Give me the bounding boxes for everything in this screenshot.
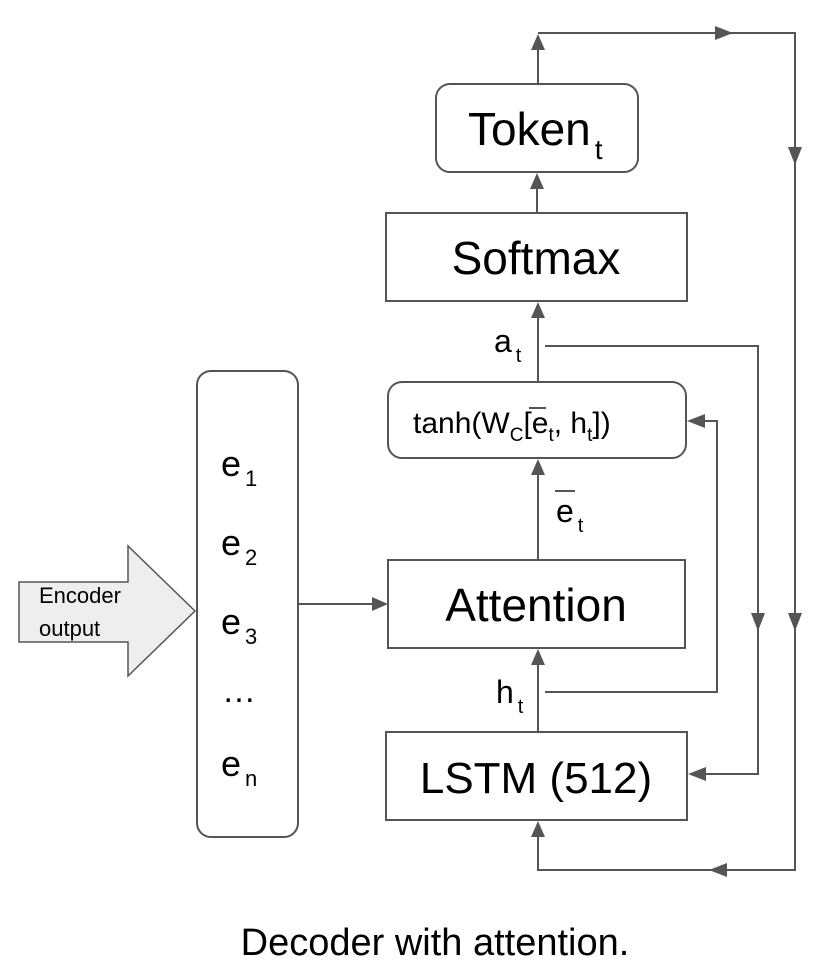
- softmax-box: [385, 212, 688, 302]
- arrowhead-loop-down-lower: [788, 613, 802, 631]
- arrowhead-loop-into-lstm: [531, 821, 545, 837]
- edge-h-t-to-tanh: [545, 420, 718, 693]
- lstm-label: LSTM (512): [420, 754, 652, 803]
- arrowhead-encoder-to-attention: [372, 597, 388, 611]
- arrowhead-lstm-to-attention: [531, 649, 545, 665]
- arrowhead-a-t-down: [751, 613, 765, 631]
- arrowhead-token-up: [531, 34, 545, 50]
- arrowhead-h-t-into-tanh: [687, 414, 705, 428]
- figure-caption: Decoder with attention.: [241, 922, 630, 964]
- softmax-label: Softmax: [452, 232, 621, 284]
- attention-label: Attention: [445, 579, 627, 631]
- tanh-label: tanh(WC[et, ht]): [413, 407, 611, 446]
- attention-box: [387, 559, 686, 649]
- arrowhead-attention-to-tanh: [531, 459, 545, 475]
- edge-a-t-feedback: [545, 345, 759, 775]
- arrowhead-a-t-into-lstm: [688, 767, 706, 781]
- arrowhead-tanh-to-softmax: [531, 302, 545, 318]
- arrowhead-softmax-to-token: [530, 173, 544, 189]
- encoder-output-label-line2: output: [39, 616, 100, 641]
- edge-token-feedback-loop: [537, 32, 796, 871]
- arrowhead-loop-down-upper: [788, 147, 802, 165]
- arrowhead-loop-bottom: [709, 863, 727, 877]
- arrowhead-loop-top: [715, 26, 733, 40]
- lstm-box: [385, 731, 688, 821]
- encoder-output-arrow: [18, 544, 197, 678]
- encoder-output-label-line1: Encoder: [39, 583, 121, 608]
- encoder-state-ellipsis: …: [222, 672, 256, 710]
